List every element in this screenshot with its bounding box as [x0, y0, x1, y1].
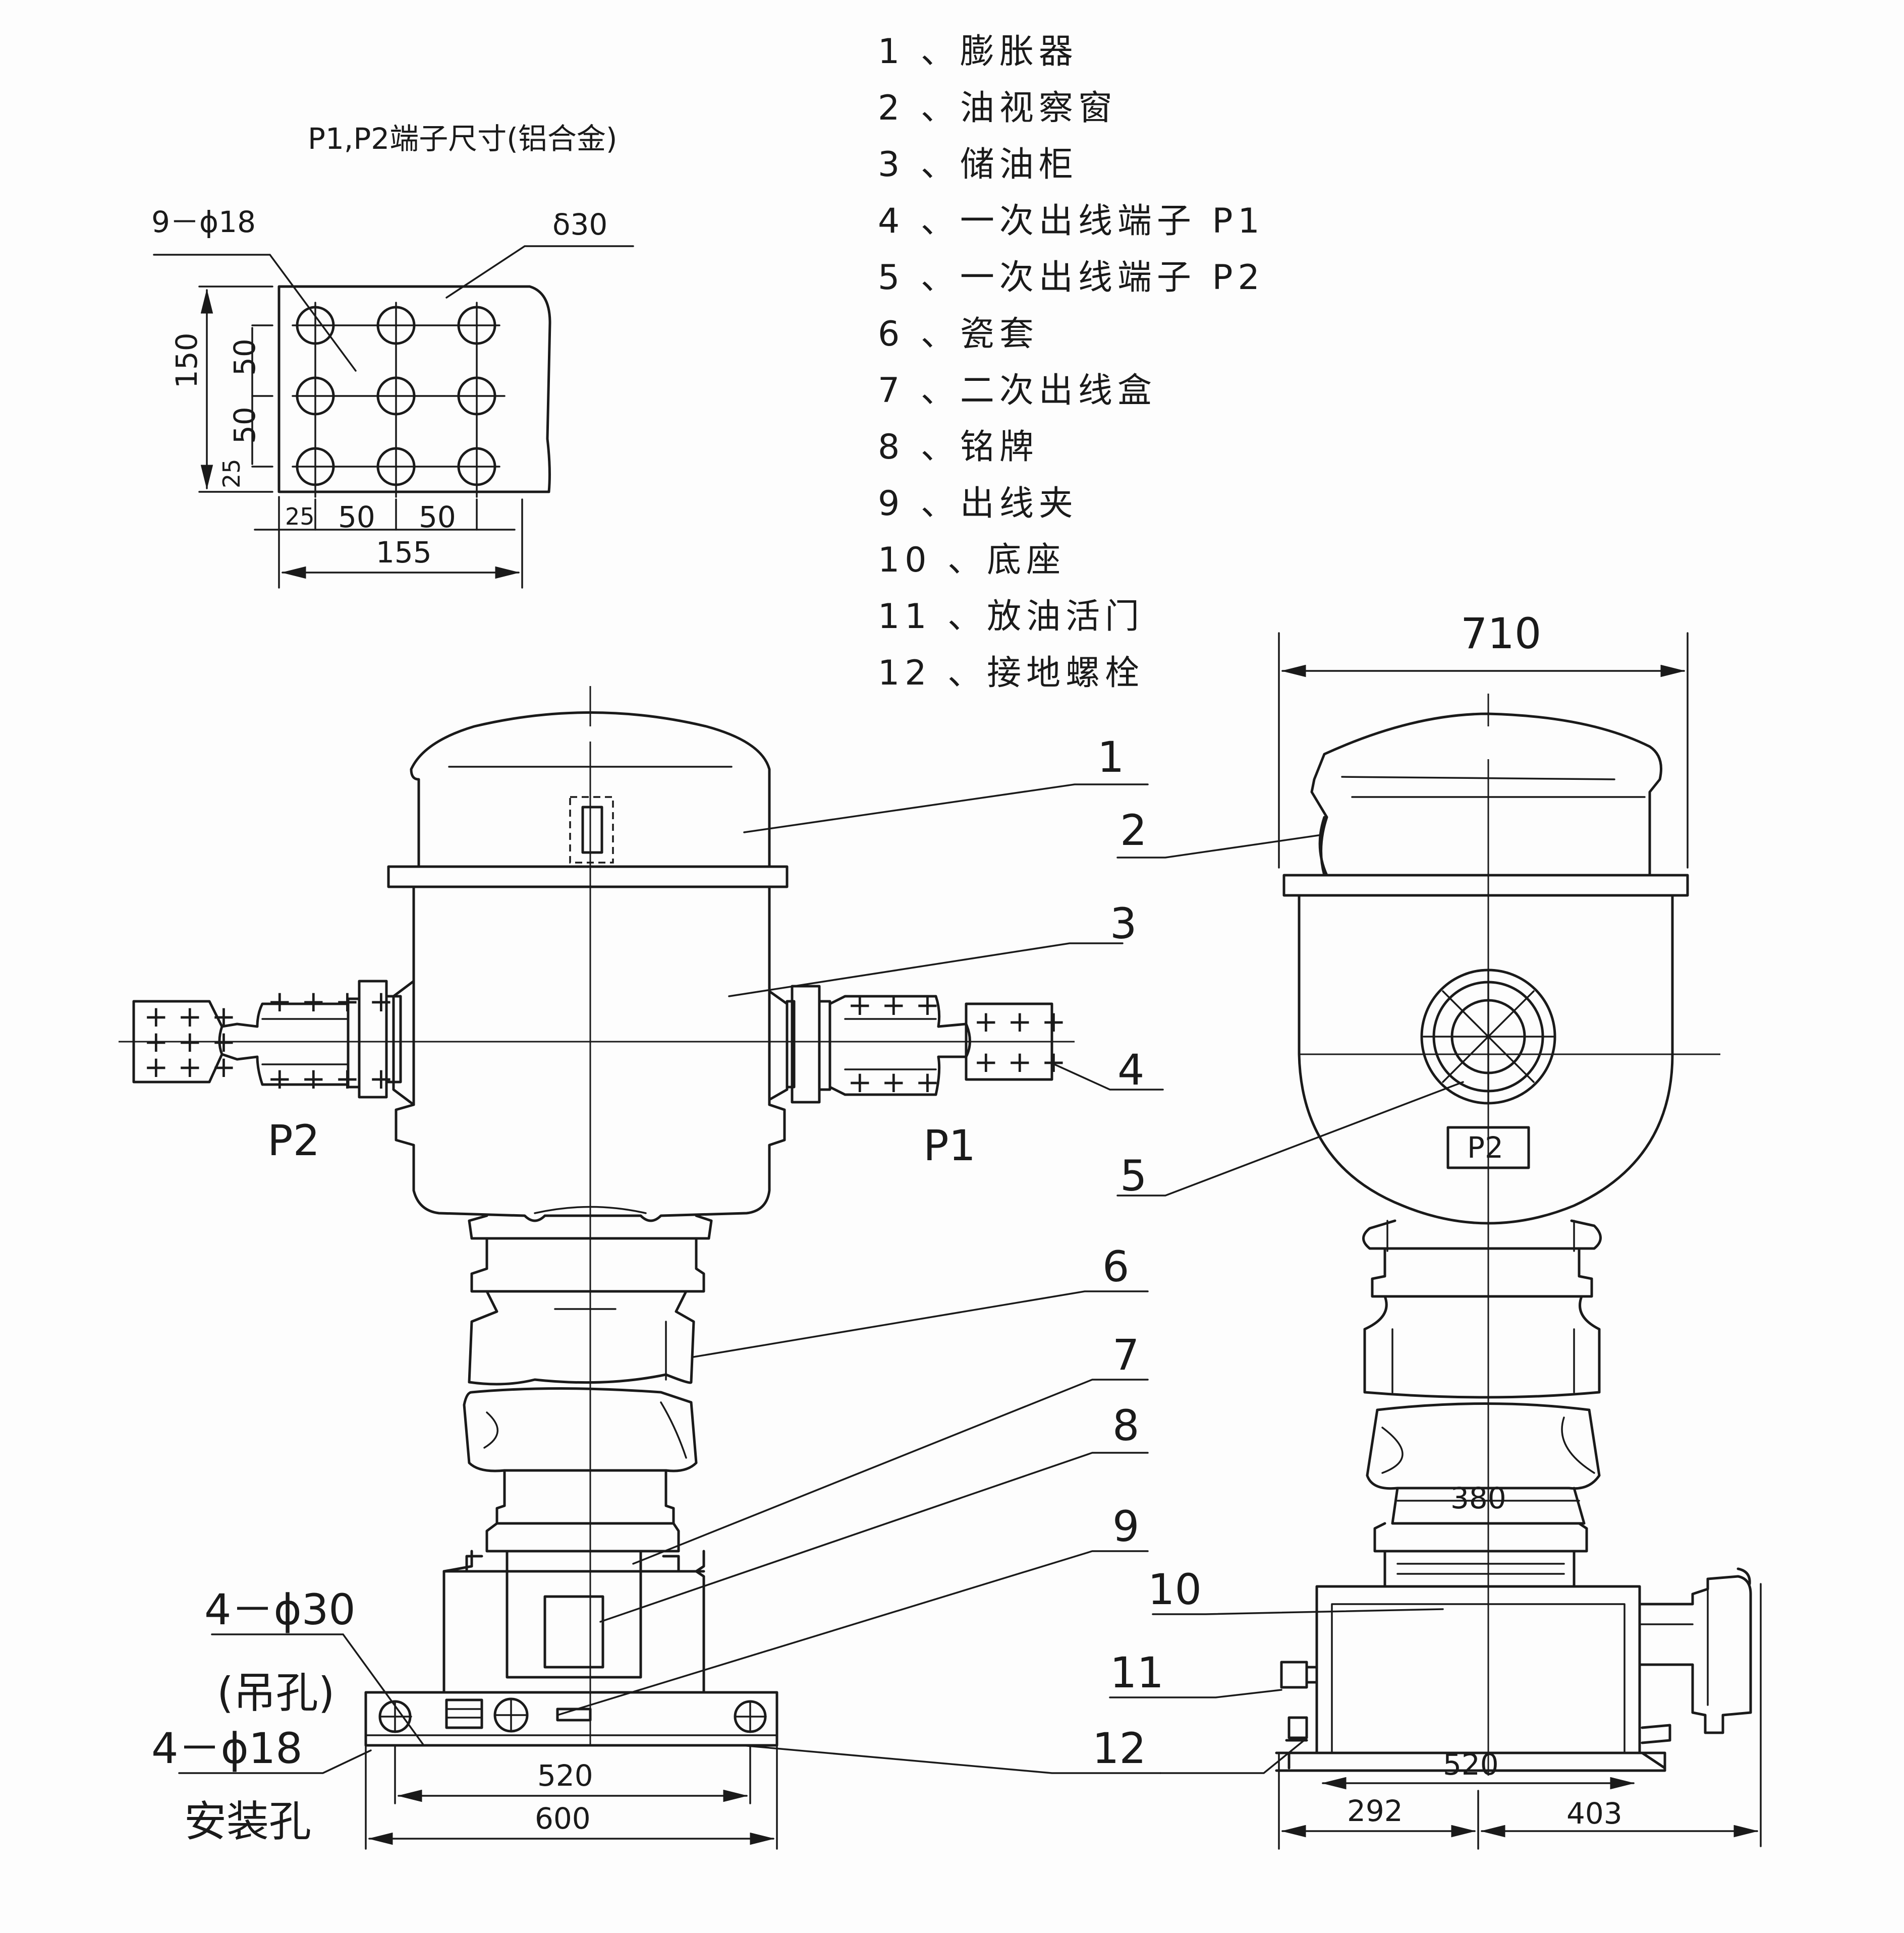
callout-9: 9 [1112, 1502, 1139, 1551]
legend-item: 11 、放油活门 [878, 597, 1144, 637]
callout-4: 4 [1117, 1045, 1144, 1095]
legend-item: 12 、接地螺栓 [878, 653, 1144, 693]
legend-item: 5 、一次出线端子 P2 [878, 258, 1265, 298]
svg-text:+ + + +: + + + + [267, 984, 394, 1018]
oil-sight-window [1318, 816, 1328, 877]
label-p2-front: P2 [267, 1116, 320, 1165]
terminal-p2-assembly: + + + + + + + + + + + + + + + + + P2 [132, 980, 415, 1165]
mount-holes-label: 4－ϕ18 [151, 1724, 303, 1773]
base-front [364, 1691, 778, 1747]
dim-front-520: 520 [537, 1758, 593, 1793]
terminal-holes [292, 302, 506, 498]
svg-text:+ + +: + + + [144, 999, 236, 1034]
flange [387, 865, 789, 888]
svg-text:+ + +: + + + [848, 988, 940, 1022]
label-p2-side: P2 [1467, 1130, 1503, 1165]
dim-side-380: 380 [1450, 1481, 1506, 1515]
front-view: + + + + + + + + + + + + + + + + + P2 + +… [119, 686, 1075, 1850]
dim-side-710: 710 [1461, 609, 1541, 658]
legend-item: 9 、出线夹 [878, 484, 1078, 524]
legend-item: 8 、铭牌 [878, 427, 1039, 467]
terminal-p2-side [1420, 969, 1556, 1105]
terminal-tag-side [1446, 1126, 1530, 1169]
dim-width: 155 [376, 535, 432, 570]
nameplate [543, 1595, 604, 1669]
terminal-p1-assembly: + + + + + + + + + + + + P1 [768, 985, 1066, 1170]
dim-edge-v: 25 [218, 459, 245, 488]
callout-5: 5 [1120, 1151, 1147, 1201]
oil-conservator-side [1298, 894, 1674, 1225]
dim-pitch-h1: 50 [338, 500, 375, 534]
dim-side-520: 520 [1443, 1747, 1499, 1782]
callout-11: 11 [1110, 1648, 1164, 1697]
legend-item: 1 、膨胀器 [878, 32, 1078, 72]
svg-text:+ + + +: + + + + [267, 1061, 394, 1096]
dim-side-292: 292 [1347, 1794, 1403, 1828]
callout-8: 8 [1112, 1401, 1139, 1450]
legend-item: 2 、油视察窗 [878, 88, 1117, 128]
lift-holes-note: (吊孔) [217, 1668, 335, 1718]
terminal-plate [277, 285, 551, 493]
dim-height: 150 [170, 332, 204, 388]
grounding-bolt-side [1287, 1716, 1308, 1739]
svg-text:+ + +: + + + [974, 1004, 1066, 1039]
svg-text:+ + +: + + + [848, 1065, 940, 1099]
expander-side [1310, 712, 1662, 877]
hole-spec-label: 9－ϕ18 [151, 205, 256, 239]
svg-text:+ + +: + + + [144, 1025, 236, 1059]
callout-1: 1 [1097, 732, 1124, 782]
porcelain-bushing-side: 380 [1362, 1219, 1602, 1588]
callout-7: 7 [1112, 1330, 1139, 1380]
expander-window [569, 796, 614, 864]
terminal-detail-title: P1,P2端子尺寸(铝合金) [308, 122, 617, 156]
legend-item: 10 、底座 [878, 540, 1066, 580]
porcelain-bushing-front [463, 1214, 713, 1553]
svg-text:+ + +: + + + [144, 1050, 236, 1084]
dim-edge-h: 25 [285, 503, 315, 530]
legend-item: 6 、瓷套 [878, 314, 1039, 354]
legend-item: 7 、二次出线盒 [878, 371, 1157, 411]
dim-pitch-v1: 50 [228, 338, 262, 376]
mount-holes-note: 安装孔 [184, 1797, 311, 1846]
callout-10: 10 [1148, 1565, 1202, 1614]
callout-2: 2 [1120, 806, 1147, 855]
terminal-detail: P1,P2端子尺寸(铝合金) 9－ϕ18 δ30 150 50 50 25 [151, 122, 634, 589]
svg-text:+ + +: + + + [974, 1045, 1066, 1079]
dim-pitch-v2: 50 [228, 407, 262, 444]
callout-3: 3 [1110, 899, 1137, 948]
dim-pitch-h2: 50 [419, 500, 456, 534]
callouts: 1 3 4 6 7 8 9 12 2 5 10 11 [556, 732, 1464, 1774]
callout-12: 12 [1092, 1724, 1146, 1773]
dim-side-403: 403 [1566, 1796, 1622, 1831]
label-p1-front: P1 [923, 1121, 976, 1170]
secondary-terminal-box [506, 1550, 642, 1679]
parts-legend: 1 、膨胀器 2 、油视察窗 3 、储油柜 4 、一次出线端子 P1 5 、一次… [878, 32, 1265, 693]
side-view: 710 P2 380 [1275, 609, 1762, 1850]
oil-conservator [395, 885, 786, 1222]
dim-front-600: 600 [535, 1801, 591, 1836]
thickness-label: δ30 [552, 207, 607, 242]
grounding-bolt-front [445, 1698, 483, 1729]
legend-item: 4 、一次出线端子 P1 [878, 201, 1265, 241]
lift-holes-label: 4－ϕ30 [204, 1585, 356, 1634]
callout-6: 6 [1102, 1242, 1129, 1291]
legend-item: 3 、储油柜 [878, 145, 1078, 185]
drain-valve [1280, 1661, 1308, 1689]
